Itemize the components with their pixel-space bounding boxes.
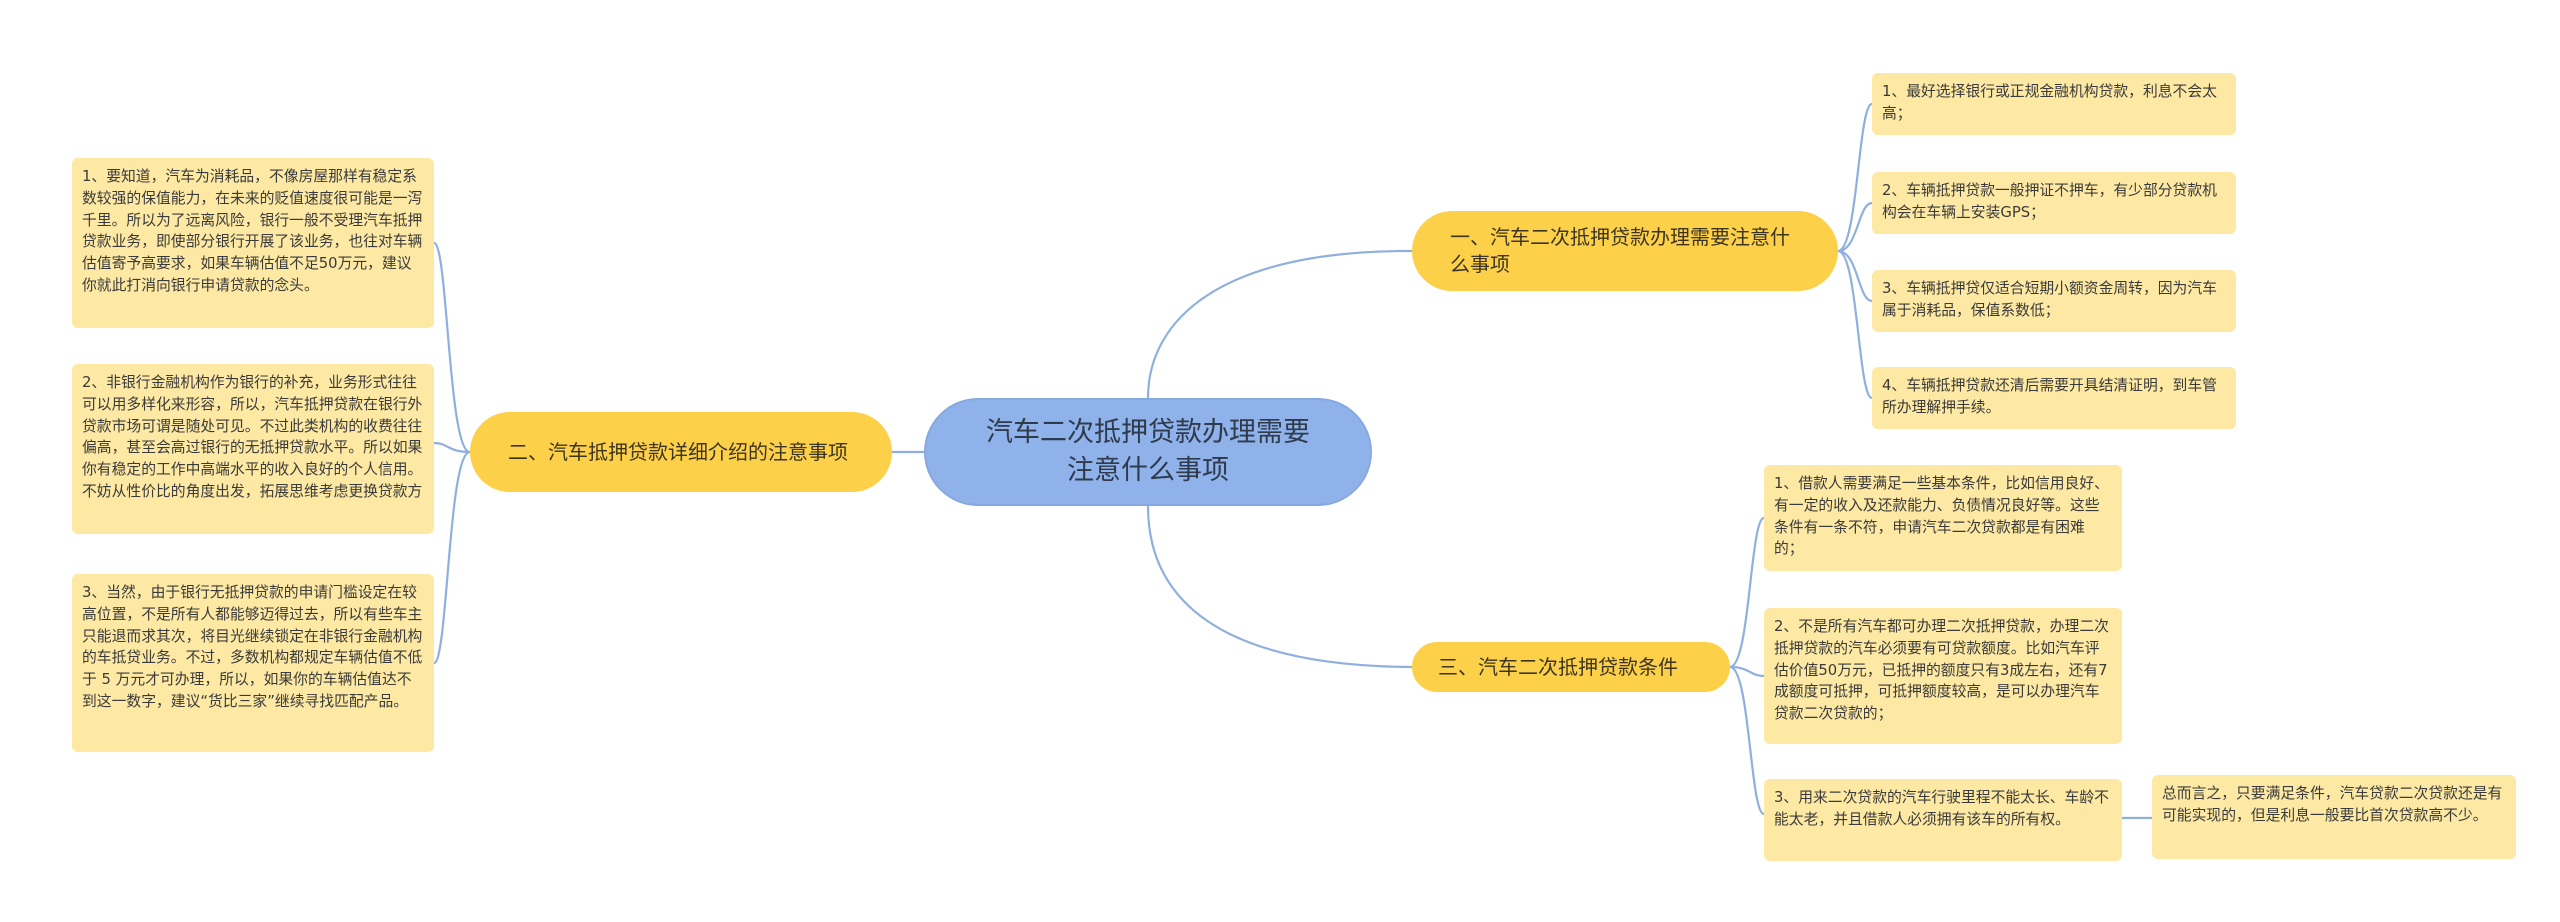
leaf-notes-2[interactable]: 2、车辆抵押贷款一般押证不押车，有少部分贷款机构会在车辆上安装GPS；: [1872, 172, 2236, 234]
leaf-text: 2、非银行金融机构作为银行的补充，业务形式往往可以用多样化来形容，所以，汽车抵押…: [82, 374, 423, 500]
leaf-notes-4[interactable]: 4、车辆抵押贷款还清后需要开具结清证明，到车管所办理解押手续。: [1872, 367, 2236, 429]
root-topic-label: 汽车二次抵押贷款办理需要注意什么事项: [986, 417, 1310, 486]
branch-label-details: 二、汽车抵押贷款详细介绍的注意事项: [508, 439, 848, 464]
branch-node-details[interactable]: 二、汽车抵押贷款详细介绍的注意事项: [470, 412, 892, 492]
leaf-text: 2、不是所有汽车都可办理二次抵押贷款，办理二次抵押贷款的汽车必须要有可贷款额度。…: [1774, 618, 2109, 723]
branch-label-notes: 一、汽车二次抵押贷款办理需要注意什么事项: [1450, 225, 1790, 276]
connector-b1-leaves: [1837, 102, 1874, 400]
leaf-conditions-3[interactable]: 3、用来二次贷款的汽车行驶里程不能太长、车龄不能太老，并且借款人必须拥有该车的所…: [1764, 779, 2122, 861]
leaf-text: 4、车辆抵押贷款还清后需要开具结清证明，到车管所办理解押手续。: [1882, 377, 2217, 416]
branch-node-conditions[interactable]: 三、汽车二次抵押贷款条件: [1412, 642, 1730, 692]
leaf-text: 2、车辆抵押贷款一般押证不押车，有少部分贷款机构会在车辆上安装GPS；: [1882, 182, 2217, 221]
leaf-conditions-2[interactable]: 2、不是所有汽车都可办理二次抵押贷款，办理二次抵押贷款的汽车必须要有可贷款额度。…: [1764, 608, 2122, 744]
leaf-details-1[interactable]: 1、要知道，汽车为消耗品，不像房屋那样有稳定系数较强的保值能力，在未来的贬值速度…: [72, 158, 434, 328]
root-topic[interactable]: 汽车二次抵押贷款办理需要注意什么事项: [924, 398, 1372, 506]
leaf-details-2[interactable]: 2、非银行金融机构作为银行的补充，业务形式往往可以用多样化来形容，所以，汽车抵押…: [72, 364, 434, 534]
leaf-conditions-summary[interactable]: 总而言之，只要满足条件，汽车贷款二次贷款还是有可能实现的，但是利息一般要比首次贷…: [2152, 775, 2516, 859]
leaf-text: 3、当然，由于银行无抵押贷款的申请门槛设定在较高位置，不是所有人都能够迈得过去，…: [82, 584, 423, 710]
connector-root-b1: [1146, 249, 1413, 399]
leaf-text: 1、要知道，汽车为消耗品，不像房屋那样有稳定系数较强的保值能力，在未来的贬值速度…: [82, 168, 423, 294]
leaf-notes-3[interactable]: 3、车辆抵押贷仅适合短期小额资金周转，因为汽车属于消耗品，保值系数低；: [1872, 270, 2236, 332]
leaf-text: 3、用来二次贷款的汽车行驶里程不能太长、车龄不能太老，并且借款人必须拥有该车的所…: [1774, 789, 2109, 828]
leaf-text: 1、借款人需要满足一些基本条件，比如信用良好、有一定的收入及还款能力、负债情况良…: [1774, 475, 2109, 558]
leaf-conditions-1[interactable]: 1、借款人需要满足一些基本条件，比如信用良好、有一定的收入及还款能力、负债情况良…: [1764, 465, 2122, 571]
leaf-details-3[interactable]: 3、当然，由于银行无抵押贷款的申请门槛设定在较高位置，不是所有人都能够迈得过去，…: [72, 574, 434, 752]
connector-root-b3: [1146, 505, 1413, 669]
leaf-text: 1、最好选择银行或正规金融机构贷款，利息不会太高；: [1882, 83, 2217, 122]
branch-node-notes[interactable]: 一、汽车二次抵押贷款办理需要注意什么事项: [1412, 211, 1838, 291]
leaf-text: 总而言之，只要满足条件，汽车贷款二次贷款还是有可能实现的，但是利息一般要比首次贷…: [2162, 785, 2503, 824]
connector-b3-leaves: [1729, 516, 1766, 816]
connector-b2-leaves: [432, 241, 471, 665]
leaf-text: 3、车辆抵押贷仅适合短期小额资金周转，因为汽车属于消耗品，保值系数低；: [1882, 280, 2217, 319]
branch-label-conditions: 三、汽车二次抵押贷款条件: [1438, 654, 1678, 679]
leaf-notes-1[interactable]: 1、最好选择银行或正规金融机构贷款，利息不会太高；: [1872, 73, 2236, 135]
